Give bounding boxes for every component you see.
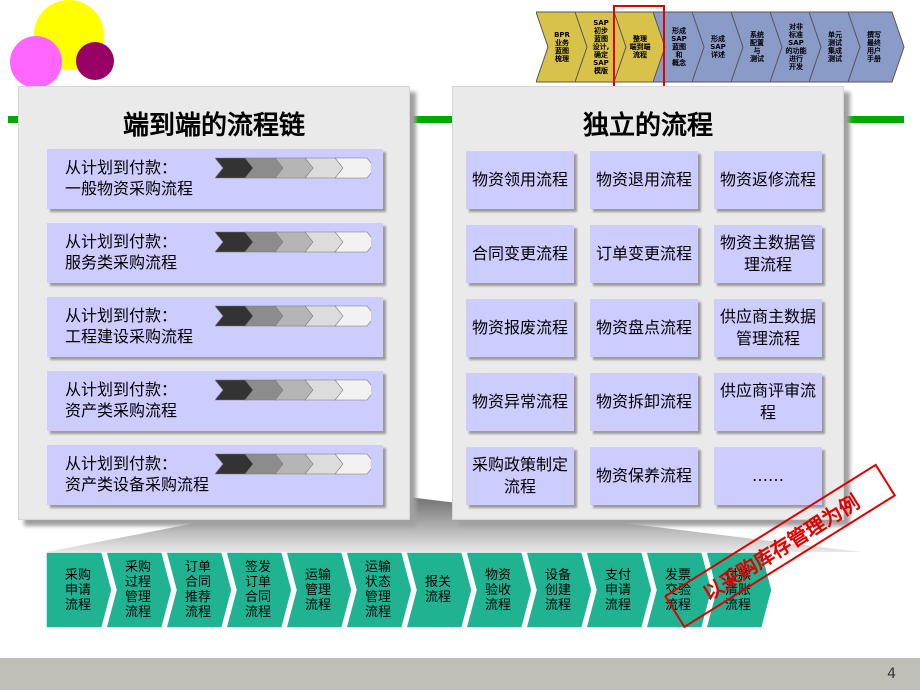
panel-title: 独立的流程 <box>582 111 713 141</box>
process-box: 物资拆卸流程 <box>590 373 698 431</box>
decor-circle-purple <box>76 42 114 80</box>
flow-step-label: 设备 创建 流程 <box>544 567 571 613</box>
process-box: 物资盘点流程 <box>590 299 698 357</box>
process-box: 物资保养流程 <box>590 447 698 505</box>
chain-text: 从计划到付款： 资产类设备采购流程 <box>65 453 209 495</box>
panel-title: 端到端的流程链 <box>122 111 305 141</box>
phase-step-label: 撰写 最终 用户 手册 <box>867 31 881 63</box>
phase-step-label: 形成 SAP 详述 <box>710 35 726 59</box>
phase-step-label: 系统 配置 与 测试 <box>750 31 764 63</box>
phase-step-label: 整理 端到端 流程 <box>629 35 651 59</box>
end-to-end-panel: 端到端的流程链 从计划到付款：一般物资采购流程从计划到付款：服务类采购流程从计划… <box>18 86 410 520</box>
green-stripe-right <box>844 116 904 123</box>
chain-line-2: 工程建设采购流程 <box>65 327 194 346</box>
chain-text: 从计划到付款： 工程建设采购流程 <box>65 305 193 347</box>
page-number: 4 <box>887 666 896 682</box>
phase-step: 撰写 最终 用户 手册 <box>848 10 905 84</box>
chain-progress-arrows <box>215 231 371 253</box>
process-box: 物资异常流程 <box>466 373 574 431</box>
flow-step-label: 运输 状态 管理 流程 <box>364 560 391 620</box>
process-box: 合同变更流程 <box>466 225 574 283</box>
chain-text: 从计划到付款： 服务类采购流程 <box>65 231 177 273</box>
flow-step-label: 订单 合同 推荐 流程 <box>184 560 211 620</box>
flow-step-label: 发票 交验 流程 <box>664 567 691 613</box>
process-box: …… <box>714 447 822 505</box>
chain-progress-arrows <box>215 305 371 327</box>
chain-item: 从计划到付款： 资产类设备采购流程 <box>47 445 383 505</box>
chain-line-2: 服务类采购流程 <box>65 253 178 272</box>
green-stripe-middle <box>410 116 454 123</box>
process-box: 物资主数据管理流程 <box>714 225 822 283</box>
chain-line-2: 资产类设备采购流程 <box>65 475 210 494</box>
chain-item: 从计划到付款： 资产类采购流程 <box>47 371 383 431</box>
chain-line-2: 一般物资采购流程 <box>65 179 194 198</box>
chain-item: 从计划到付款： 一般物资采购流程 <box>47 149 383 209</box>
phase-step-label: SAP 初步 蓝图 设计, 确定 SAP 模版 <box>592 19 610 75</box>
process-box: 物资返修流程 <box>714 151 822 209</box>
phase-step-label: 形成 SAP 蓝图 和 概念 <box>671 27 687 67</box>
chain-line-1: 从计划到付款： <box>65 232 178 251</box>
chain-item: 从计划到付款： 服务类采购流程 <box>47 223 383 283</box>
chain-line-1: 从计划到付款： <box>65 158 178 177</box>
chain-progress-arrows <box>215 157 371 179</box>
process-box: 采购政策制定流程 <box>466 447 574 505</box>
phase-step: 对非 标准 SAP 的功能 进行 开发 <box>770 10 827 84</box>
flow-step-label: 签发 订单 合同 流程 <box>244 560 271 620</box>
chain-text: 从计划到付款： 一般物资采购流程 <box>65 157 193 199</box>
process-box: 供应商评审流程 <box>714 373 822 431</box>
chain-line-1: 从计划到付款： <box>65 380 178 399</box>
phase-step: BPR 业务 蓝图 梳理 <box>536 10 593 84</box>
green-stripe-left <box>8 116 20 123</box>
decor-circle-pink <box>10 36 62 88</box>
flow-step-label: 采购 过程 管理 流程 <box>124 560 151 620</box>
flow-step-label: 付款 清账 流程 <box>724 567 751 613</box>
chain-text: 从计划到付款： 资产类采购流程 <box>65 379 177 421</box>
flow-step-label: 报关 流程 <box>424 575 451 605</box>
flow-step-label: 运输 管理 流程 <box>304 567 331 613</box>
chain-progress-arrows <box>215 379 371 401</box>
process-box: 物资报废流程 <box>466 299 574 357</box>
process-box: 订单变更流程 <box>590 225 698 283</box>
process-box: 物资领用流程 <box>466 151 574 209</box>
chain-line-2: 资产类采购流程 <box>65 401 178 420</box>
flow-step-label: 物资 验收 流程 <box>484 567 511 613</box>
phase-steps: BPR 业务 蓝图 梳理 SAP 初步 蓝图 设计, 确定 SAP 模版 整理 端到… <box>536 5 905 89</box>
process-box: 物资退用流程 <box>590 151 698 209</box>
footer-bar: 4 <box>0 658 920 690</box>
process-box: 供应商主数据管理流程 <box>714 299 822 357</box>
chain-item: 从计划到付款： 工程建设采购流程 <box>47 297 383 357</box>
phase-step-label: BPR 业务 蓝图 梳理 <box>554 31 570 63</box>
flow-step-label: 支付 申请 流程 <box>604 567 631 613</box>
flow-step-label: 采购 申请 流程 <box>64 567 91 613</box>
phase-step: SAP 初步 蓝图 设计, 确定 SAP 模版 <box>575 10 632 84</box>
chain-line-1: 从计划到付款： <box>65 306 178 325</box>
phase-step-label: 对非 标准 SAP 的功能 进行 开发 <box>785 23 807 71</box>
independent-panel: 独立的流程 物资领用流程物资退用流程物资返修流程合同变更流程订单变更流程物资主数… <box>452 86 844 520</box>
chain-progress-arrows <box>215 453 371 475</box>
chain-line-1: 从计划到付款： <box>65 454 178 473</box>
phase-step-label: 单元 测试 集成 测试 <box>828 31 842 63</box>
